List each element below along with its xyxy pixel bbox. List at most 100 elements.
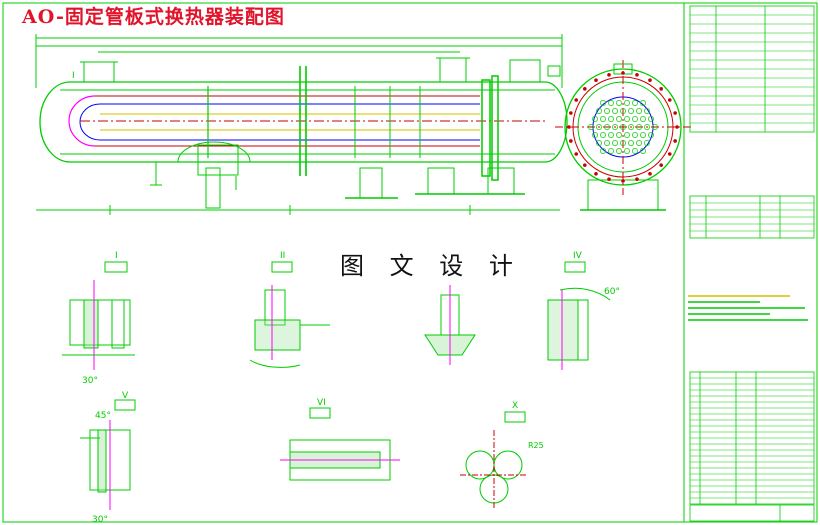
tube-hole: [632, 100, 638, 106]
drawing-title: AO-固定管板式换热器装配图: [22, 6, 285, 28]
bolt-hole: [607, 73, 611, 77]
technical-notes: [688, 295, 808, 321]
tube-hole: [612, 140, 618, 146]
tube-hole: [616, 132, 622, 138]
bolt-hole: [667, 152, 672, 156]
tube-hole: [600, 132, 606, 138]
bolt-hole: [567, 125, 571, 129]
tube-hole: [596, 124, 602, 130]
tube-hole: [612, 124, 618, 130]
tube-hole: [608, 148, 614, 154]
tube-hole: [592, 132, 598, 138]
tube-hole: [640, 132, 646, 138]
bolt-hole: [569, 111, 573, 115]
label-detail-VI: VI: [317, 398, 326, 408]
tube-hole: [640, 100, 646, 106]
tube-hole: [624, 116, 630, 122]
tube-hole: [632, 148, 638, 154]
tube-hole: [620, 108, 626, 114]
tube-hole: [620, 124, 626, 130]
tube-hole: [628, 124, 634, 130]
bolt-hole: [648, 78, 652, 83]
label-detail-IV: IV: [573, 251, 583, 261]
tube-hole: [636, 140, 642, 146]
bolt-hole: [673, 111, 677, 115]
tube-hole: [636, 124, 642, 130]
bolt-hole: [574, 152, 579, 156]
tube-hole: [612, 108, 618, 114]
tube-hole: [620, 140, 626, 146]
detail-X: [460, 411, 528, 510]
tube-hole: [604, 124, 610, 130]
bolt-hole: [659, 163, 663, 167]
detail-IV: [547, 261, 611, 370]
bolt-hole: [635, 73, 639, 77]
bolt-hole: [659, 87, 663, 91]
tube-hole: [644, 140, 650, 146]
tube-hole: [604, 108, 610, 114]
tube-hole-pattern: [588, 100, 658, 154]
tube-hole: [636, 108, 642, 114]
bolt-hole: [667, 98, 672, 102]
tube-hole: [608, 132, 614, 138]
label-detail-I: I: [115, 251, 118, 261]
tube-hole: [588, 124, 594, 130]
tube-hole: [624, 132, 630, 138]
tube-hole: [608, 100, 614, 106]
tube-hole: [608, 116, 614, 122]
tube-hole: [624, 100, 630, 106]
detail-I: [62, 261, 135, 370]
tube-hole: [616, 116, 622, 122]
tube-hole: [600, 148, 606, 154]
tube-hole: [600, 116, 606, 122]
dim-60: 60°: [604, 287, 620, 297]
watermark-text: 图 文 设 计: [340, 252, 522, 280]
tube-hole: [596, 108, 602, 114]
label-detail-X: X: [512, 401, 518, 411]
bolt-hole: [574, 98, 579, 102]
dim-r25: R25: [528, 441, 544, 450]
bolt-hole: [621, 71, 625, 75]
bolt-hole: [583, 87, 587, 91]
tube-hole: [592, 116, 598, 122]
title-block: [689, 504, 815, 522]
dim-30a: 30°: [82, 376, 98, 386]
tube-hole: [648, 116, 654, 122]
tube-hole: [644, 108, 650, 114]
tube-sheet-end-view: [555, 60, 691, 211]
bolt-hole: [594, 171, 598, 176]
shell-elevation-view: [35, 34, 568, 215]
bolt-hole: [635, 177, 639, 181]
tube-hole: [644, 124, 650, 130]
tube-hole: [652, 124, 658, 130]
tube-hole: [616, 100, 622, 106]
callout-I: I: [72, 71, 75, 81]
label-detail-V: V: [122, 391, 129, 401]
detail-VI: [280, 407, 400, 481]
tube-hole: [632, 132, 638, 138]
detail-III: [424, 285, 476, 365]
tube-hole: [640, 116, 646, 122]
bolt-hole: [673, 139, 677, 143]
tube-hole: [604, 140, 610, 146]
bolt-hole: [569, 139, 573, 143]
bolt-hole: [621, 179, 625, 183]
dim-45: 45°: [95, 411, 111, 421]
tube-hole: [624, 148, 630, 154]
label-detail-II: II: [280, 251, 285, 261]
bolt-hole: [675, 125, 679, 129]
flange-bolt-pattern: [567, 71, 679, 183]
detail-II: [249, 261, 330, 368]
bolt-hole: [607, 177, 611, 181]
tube-hole: [632, 116, 638, 122]
tube-hole: [600, 100, 606, 106]
tube-hole: [640, 148, 646, 154]
tube-hole: [648, 132, 654, 138]
tube-hole: [596, 140, 602, 146]
dim-30b: 30°: [92, 515, 108, 525]
tube-hole: [628, 108, 634, 114]
bolt-hole: [648, 171, 652, 176]
bolt-hole: [583, 163, 587, 167]
